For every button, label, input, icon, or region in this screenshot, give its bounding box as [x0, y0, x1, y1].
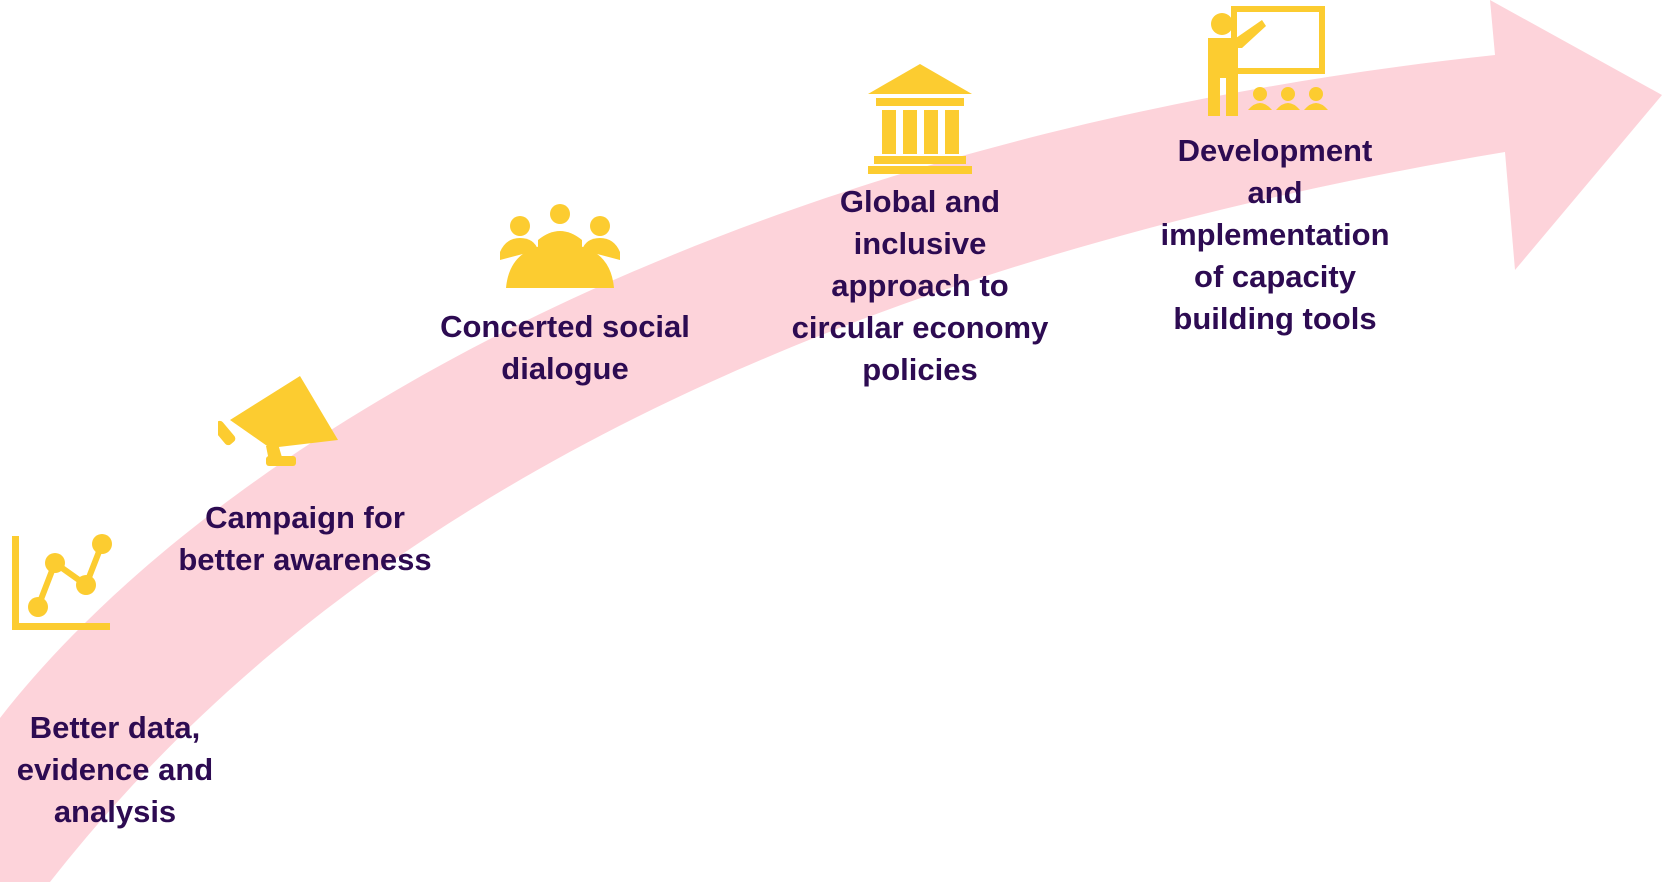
step-label-capacity-building: Development and implementation of capaci…: [1160, 133, 1390, 336]
step-label-global-approach: Global and inclusive approach to circula…: [791, 184, 1049, 387]
megaphone-icon: [218, 376, 338, 466]
government-building-icon: [868, 64, 972, 174]
meeting-people-icon: [500, 204, 620, 288]
presentation-training-icon: [1208, 6, 1328, 116]
step-label-awareness: Campaign for better awareness: [178, 500, 432, 577]
step-label-dialogue: Concerted social dialogue: [440, 309, 690, 386]
step-label-data: Better data, evidence and analysis: [16, 710, 214, 829]
line-chart-icon: [12, 534, 112, 630]
